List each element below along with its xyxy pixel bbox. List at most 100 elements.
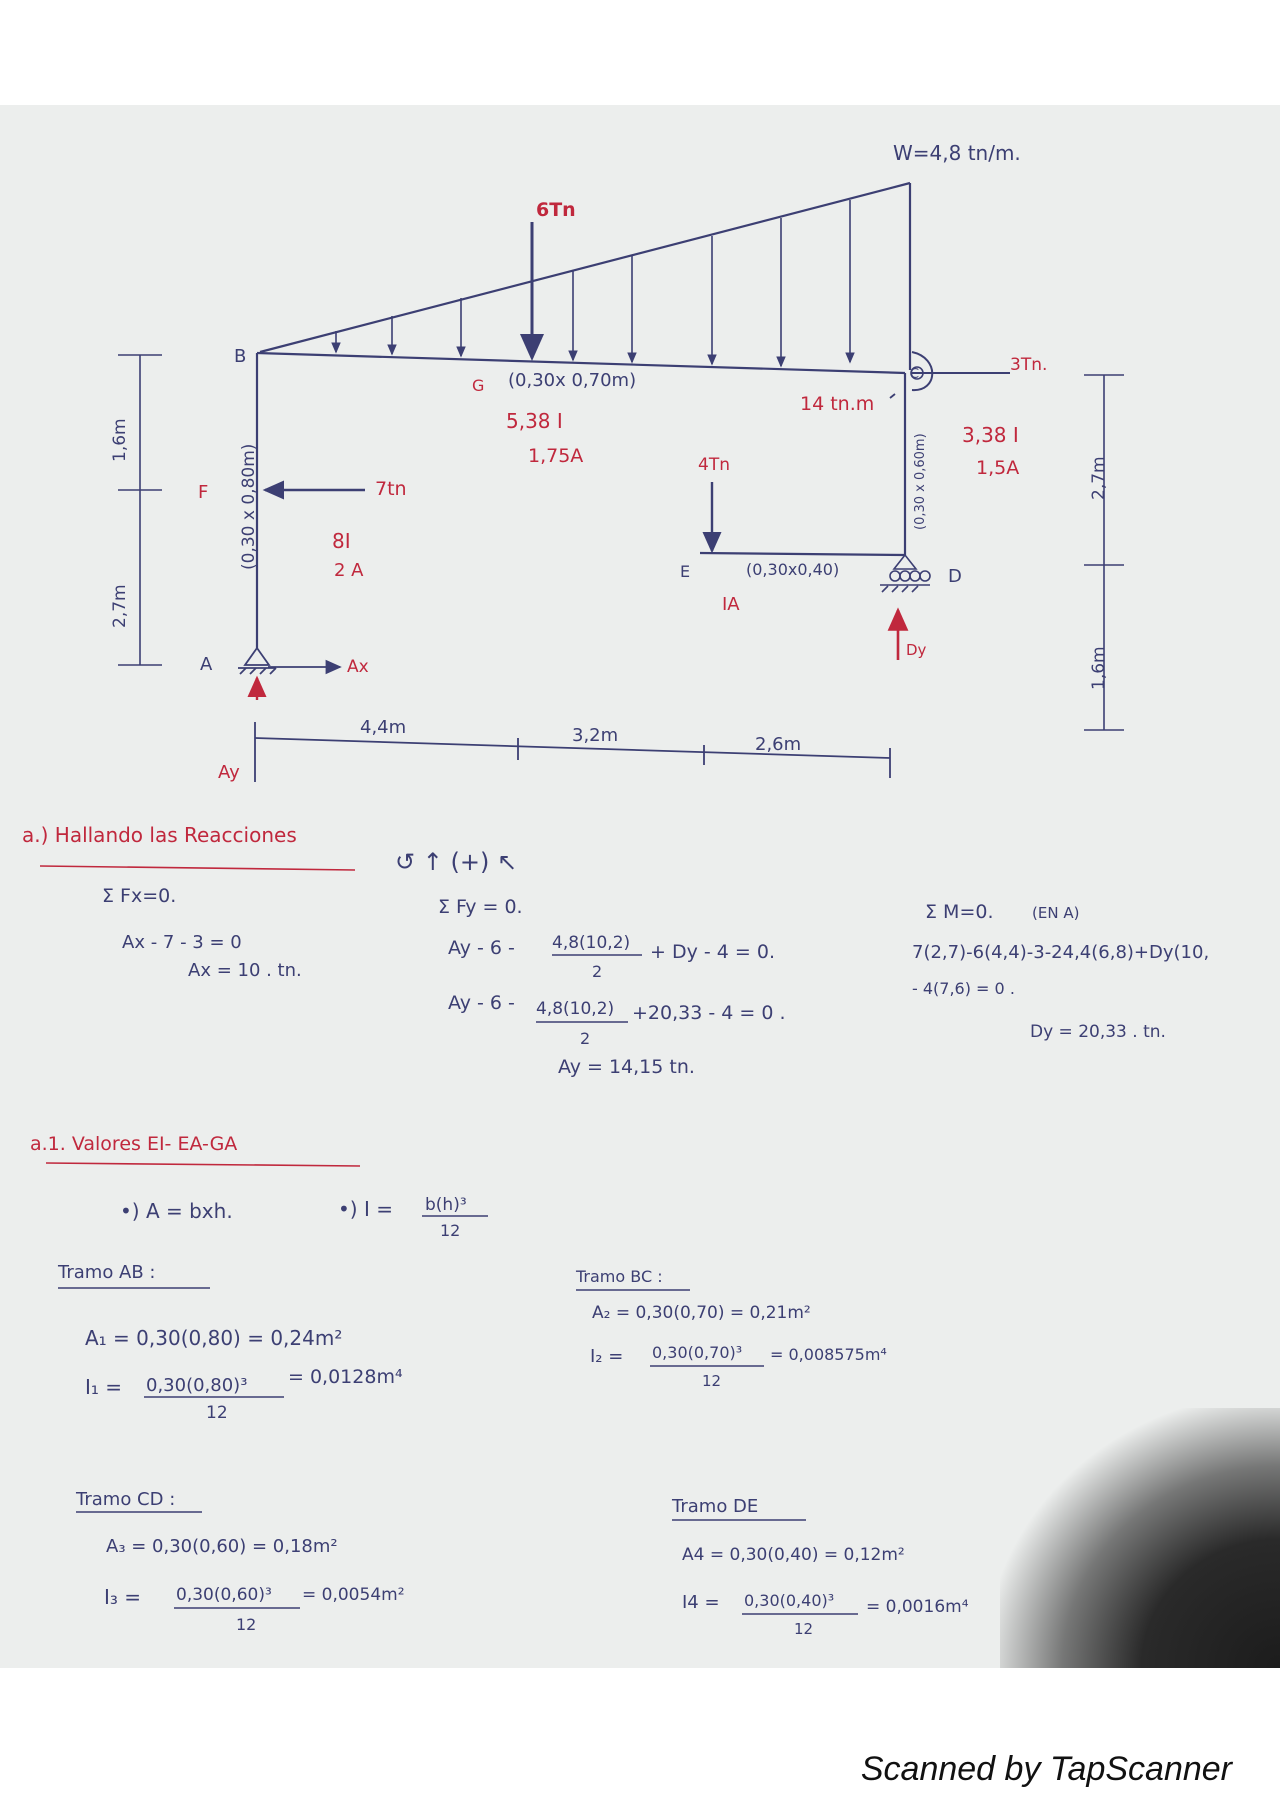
prop-cd-i-label: 3,38 I: [962, 423, 1019, 447]
fx-line1: Ax - 7 - 3 = 0: [122, 932, 242, 953]
cd-i-num: 0,30(0,60)³: [176, 1585, 272, 1605]
cd-area: A₃ = 0,30(0,60) = 0,18m²: [106, 1536, 338, 1557]
m-line1: 7(2,7)-6(4,4)-3-24,4(6,8)+Dy(10,: [912, 942, 1209, 963]
ab-i-num: 0,30(0,80)³: [146, 1375, 247, 1396]
cd-i-den: 12: [236, 1615, 256, 1634]
fy-line2-b: +20,33 - 4 = 0 .: [632, 1002, 786, 1024]
dim-left-bottom-label: 2,7m: [110, 584, 130, 628]
fy-line2-num: 4,8(10,2): [536, 999, 614, 1019]
cd-i-b: = 0,0054m²: [302, 1585, 405, 1605]
cd-i-a: I₃ =: [104, 1585, 141, 1609]
dim-2-6-label: 2,6m: [755, 734, 801, 755]
frame-diagram: [118, 181, 1124, 782]
prop-bc-a-label: 1,75A: [528, 445, 583, 467]
sign-convention: ↺ ↑ (+) ↖: [395, 848, 517, 876]
fy-title: Σ Fy = 0.: [438, 896, 523, 918]
load-3tn-label: 3Tn.: [1010, 355, 1047, 375]
prop-cd-a-label: 1,5A: [976, 457, 1019, 479]
fy-line1-num: 4,8(10,2): [552, 933, 630, 953]
m-note: (EN A): [1032, 904, 1079, 922]
ab-i-b: = 0,0128m⁴: [288, 1366, 403, 1388]
dimension-left: [118, 354, 162, 666]
values-section: a.1. Valores EI- EA-GA •) A = bxh. •) I …: [30, 1133, 969, 1638]
dimension-horizontal: [254, 722, 891, 782]
values-heading: a.1. Valores EI- EA-GA: [30, 1133, 237, 1155]
section-de-label: (0,30x0,40): [746, 560, 839, 579]
fy-line2-a: Ay - 6 -: [448, 992, 515, 1014]
node-b-label: B: [234, 346, 246, 367]
ab-title: Tramo AB :: [57, 1262, 156, 1283]
node-d-label: D: [948, 566, 962, 587]
member-bc: [256, 351, 906, 375]
de-i-den: 12: [794, 1620, 813, 1638]
ab-i-den: 12: [206, 1403, 228, 1423]
formula-i-den: 12: [440, 1221, 460, 1240]
fy-line1-den: 2: [592, 962, 602, 981]
node-c-hinge: [910, 366, 924, 380]
section-bc-label: (0,30x 0,70m): [508, 370, 636, 391]
de-title: Tramo DE: [671, 1496, 758, 1517]
formula-a: •) A = bxh.: [120, 1199, 233, 1223]
m-result: Dy = 20,33 . tn.: [1030, 1022, 1166, 1042]
reactions-heading: a.) Hallando las Reacciones: [22, 823, 297, 847]
dim-3-2-label: 3,2m: [572, 725, 618, 746]
reaction-ay-label: Ay: [218, 762, 240, 783]
reaction-ax-label: Ax: [347, 657, 369, 677]
load-4tn-label: 4Tn: [698, 455, 730, 475]
node-c-label: C: [910, 367, 919, 382]
member-de: [699, 551, 906, 557]
load-6tn-label: 6Tn: [536, 199, 576, 221]
dim-4-4-label: 4,4m: [360, 717, 406, 738]
ab-area: A₁ = 0,30(0,80) = 0,24m²: [85, 1326, 342, 1350]
formula-i-num: b(h)³: [425, 1195, 467, 1215]
load-7tn-label: 7tn: [375, 478, 407, 500]
page-shadow: [1000, 1408, 1280, 1668]
de-i-num: 0,30(0,40)³: [744, 1591, 834, 1610]
section-ab-label: (0,30 x 0,80m): [239, 444, 259, 570]
moment-arc: [911, 351, 934, 392]
formula-i-a: •) I =: [338, 1197, 393, 1221]
fx-title: Σ Fx=0.: [102, 885, 176, 907]
node-g-label: G: [472, 376, 484, 395]
fy-line2-den: 2: [580, 1029, 590, 1048]
diagram-labels: W=4,8 tn/m. 6Tn B G (0,30x 0,70m) 5,38 I…: [110, 141, 1109, 783]
fy-result: Ay = 14,15 tn.: [558, 1056, 695, 1078]
fy-line1-a: Ay - 6 -: [448, 937, 515, 959]
prop-ab-a-label: 2 A: [334, 560, 364, 581]
node-e-label: E: [680, 562, 690, 581]
reactions-section: a.) Hallando las Reacciones ↺ ↑ (+) ↖ Σ …: [22, 823, 1209, 1078]
de-i-a: I4 =: [682, 1592, 720, 1613]
bc-area: A₂ = 0,30(0,70) = 0,21m²: [592, 1303, 811, 1323]
m-line2: - 4(7,6) = 0 .: [912, 979, 1015, 998]
node-f-label: F: [198, 482, 208, 503]
dim-right-top-label: 2,7m: [1089, 456, 1109, 500]
bc-i-den: 12: [702, 1372, 721, 1390]
prop-de-label: IA: [722, 594, 740, 615]
de-area: A4 = 0,30(0,40) = 0,12m²: [682, 1545, 905, 1565]
support-d: [880, 553, 931, 593]
section-cd-label: (0,30 x 0,60m): [913, 433, 928, 530]
moment-label: 14 tn.m: [800, 393, 874, 415]
bc-i-num: 0,30(0,70)³: [652, 1343, 742, 1362]
de-i-b: = 0,0016m⁴: [866, 1597, 969, 1617]
load-w-label: W=4,8 tn/m.: [893, 141, 1021, 165]
prop-ab-i-label: 8I: [332, 529, 351, 553]
dimension-right: [1084, 374, 1124, 731]
prop-bc-i-label: 5,38 I: [506, 409, 563, 433]
bc-i-b: = 0,008575m⁴: [770, 1345, 887, 1364]
scanner-footer: Scanned by TapScanner: [860, 1750, 1232, 1788]
bc-i-a: I₂ =: [590, 1346, 623, 1367]
node-a-label: A: [200, 654, 213, 675]
load-outline: [259, 181, 911, 354]
fy-line1-b: + Dy - 4 = 0.: [650, 941, 775, 963]
distributed-load-arrows: [331, 200, 855, 368]
support-a: [238, 646, 277, 675]
ab-i-a: I₁ =: [85, 1375, 122, 1399]
dim-right-bottom-label: 1,6m: [1089, 646, 1109, 690]
fx-line2: Ax = 10 . tn.: [188, 960, 302, 981]
reaction-dy-label: Dy: [906, 641, 927, 659]
bc-title: Tramo BC :: [575, 1267, 663, 1286]
cd-title: Tramo CD :: [75, 1489, 175, 1510]
dim-left-top-label: 1,6m: [110, 418, 130, 462]
